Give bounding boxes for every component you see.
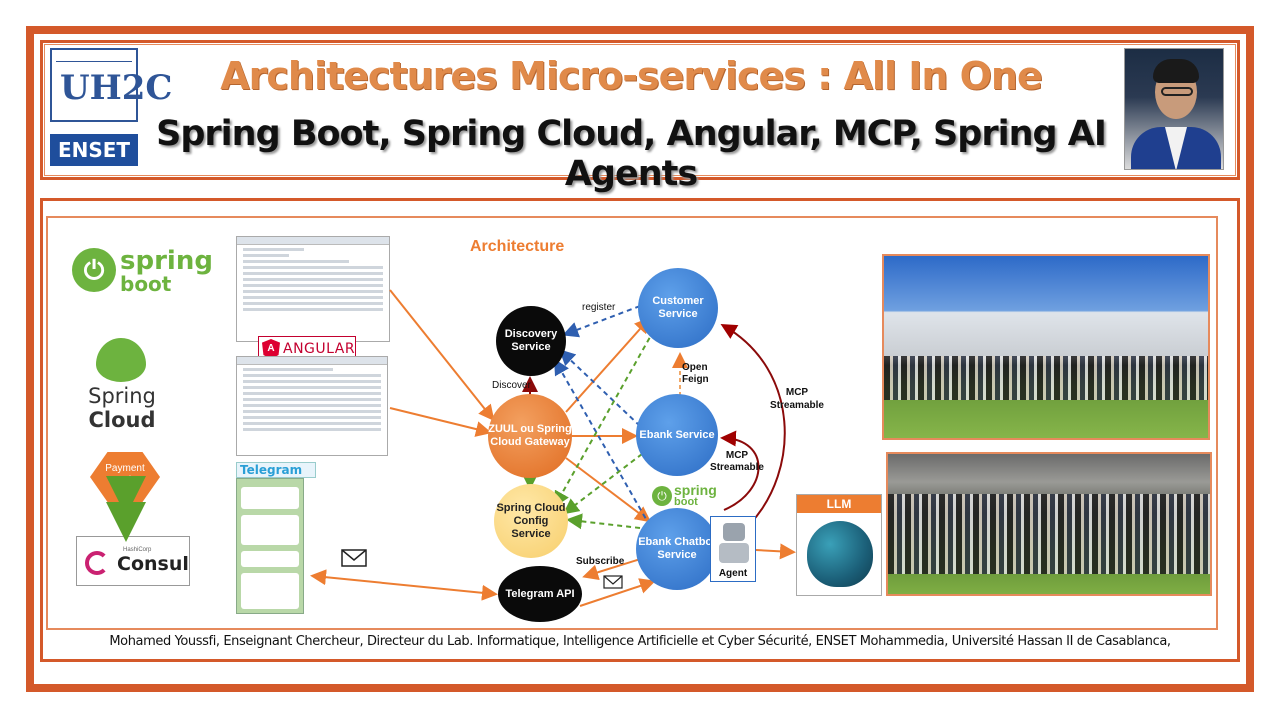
mcp-streamable-label-2: MCP Streamable bbox=[710, 450, 764, 473]
robot-body-icon bbox=[719, 543, 749, 563]
university-logo: UH2C bbox=[50, 48, 173, 122]
register-label: register bbox=[582, 302, 616, 313]
spring-boot-small-logo: ⏻ spring boot bbox=[652, 482, 718, 508]
page-subtitle: Spring Boot, Spring Cloud, Angular, MCP,… bbox=[156, 114, 1107, 194]
consul-icon bbox=[85, 551, 109, 575]
architecture-title: Architecture bbox=[470, 238, 565, 255]
header-inner-border bbox=[44, 44, 1236, 176]
spring-boot-logo-line2: boot bbox=[120, 272, 172, 296]
subscribe-label: Subscribe bbox=[576, 556, 625, 567]
group-photo-1 bbox=[882, 254, 1210, 440]
spring-cloud-logo-line2: Cloud bbox=[88, 408, 156, 432]
consul-logo: HashiCorp Consul bbox=[76, 536, 190, 586]
group-photo-2 bbox=[886, 452, 1212, 596]
agent-box: Agent bbox=[710, 516, 756, 582]
author-portrait bbox=[1124, 48, 1224, 170]
footer-credit: Mohamed Youssfi, Enseignant Chercheur, D… bbox=[109, 634, 1171, 649]
consul-name: Consul bbox=[117, 553, 189, 575]
spring-boot-logo-line1: spring bbox=[120, 246, 213, 276]
angular-label: ANGULAR bbox=[283, 341, 356, 357]
llm-label: LLM bbox=[797, 495, 881, 513]
portrait-glasses bbox=[1161, 87, 1193, 96]
angular-app-screenshot-1 bbox=[236, 236, 390, 342]
enset-logo: ENSET bbox=[50, 134, 138, 166]
telegram-api-node: Telegram API bbox=[498, 566, 582, 622]
power-icon-small: ⏻ bbox=[652, 486, 672, 506]
mcp-streamable-label-1: MCP Streamable bbox=[770, 387, 824, 411]
ebank-service-node: Ebank Service bbox=[636, 394, 718, 476]
header-panel bbox=[40, 40, 1240, 180]
portrait-hair bbox=[1153, 59, 1199, 83]
page-title: Architectures Micro-services : All In On… bbox=[220, 54, 1043, 98]
discovery-service-node: Discovery Service bbox=[496, 306, 566, 376]
angular-shield-icon: A bbox=[262, 339, 280, 359]
brain-icon bbox=[807, 521, 873, 587]
customer-service-node: Customer Service bbox=[638, 268, 718, 348]
spring-boot-small-line1: spring bbox=[674, 482, 717, 498]
open-feign-label: Open Feign bbox=[682, 362, 709, 385]
angular-logo: A ANGULAR bbox=[258, 336, 356, 362]
power-icon: ⏻ bbox=[72, 248, 116, 292]
angular-app-screenshot-2 bbox=[236, 356, 388, 456]
leaf-icon bbox=[96, 338, 146, 382]
university-logo-arabic-text bbox=[56, 52, 132, 62]
spring-boot-logo: ⏻ spring boot bbox=[72, 246, 213, 296]
chatbot-service-node: Ebank Chatbot Service bbox=[636, 508, 718, 590]
university-logo-text: UH2C bbox=[60, 68, 173, 108]
discover-label: Discover bbox=[492, 380, 531, 391]
telegram-label: Telegram bbox=[236, 462, 316, 478]
agent-label: Agent bbox=[718, 568, 748, 579]
spring-cloud-logo: Spring Cloud bbox=[86, 338, 176, 438]
config-service-node: Spring Cloud Config Service bbox=[494, 484, 568, 558]
gateway-node: ZUUL ou Spring Cloud Gateway bbox=[488, 394, 572, 478]
consul-vendor: HashiCorp bbox=[123, 547, 152, 553]
main-inner-border bbox=[46, 216, 1218, 630]
llm-box: LLM bbox=[796, 494, 882, 596]
telegram-chat-screenshot bbox=[236, 478, 304, 614]
robot-icon bbox=[723, 523, 745, 541]
spring-cloud-logo-line1: Spring bbox=[88, 384, 156, 408]
spring-boot-small-line2: boot bbox=[674, 496, 698, 508]
